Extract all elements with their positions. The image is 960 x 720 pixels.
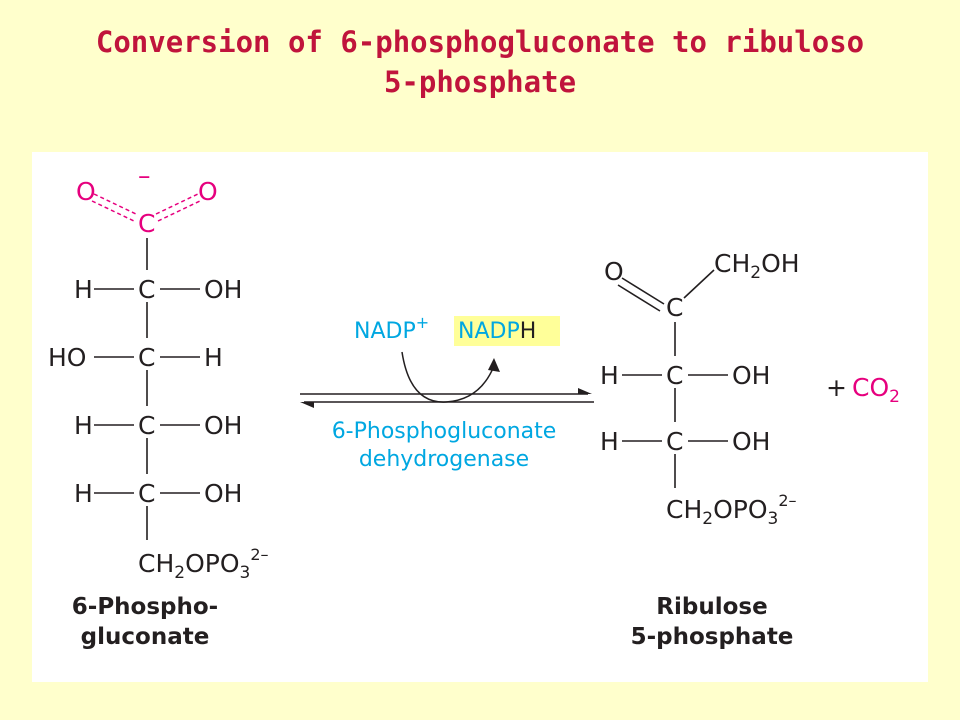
carboxylate-bond-right-b (157, 200, 201, 222)
carboxylate-bond-left-b (91, 200, 135, 222)
ribulose-c3-left-h: H (600, 361, 619, 390)
keto-double-bond-a (621, 277, 665, 305)
carboxylate-carbon: C (138, 209, 155, 238)
ribulose-phosphate-structure: O C CH2OH H C OH H C OH CH2OPO32– Ribulo… (600, 249, 800, 650)
keto-double-bond-b (617, 284, 661, 312)
keto-to-ch2oh-bond (683, 269, 715, 299)
slide-title-line-1: Conversion of 6-phosphogluconate to ribu… (95, 25, 865, 59)
enzyme-name-line-2: dehydrogenase (359, 447, 529, 472)
nadph-highlight (454, 316, 560, 346)
plus-sign: + (826, 373, 847, 402)
nadp-plus-label: NADP+ (354, 313, 429, 344)
keto-carbon: C (666, 293, 683, 322)
ribulose-c4-carbon: C (666, 427, 683, 456)
slide-title-line-2: 5-phosphate (383, 65, 577, 99)
c5-carbon: C (138, 479, 155, 508)
reaction-arrow-group: NADP+ NADPH 6-Phosphogluconate dehydroge… (300, 313, 594, 472)
carboxylate-bond-right-a (155, 193, 199, 215)
forward-arrowhead (578, 388, 592, 394)
nadph-label: NADPH (458, 319, 536, 344)
ribulose-c3-carbon: C (666, 361, 683, 390)
ribulose-c3-right-oh: OH (732, 361, 770, 390)
ribulose-c4-left-h: H (600, 427, 619, 456)
carboxylate-oxygen-right: O (198, 177, 218, 206)
c5-right-oh: OH (204, 479, 242, 508)
enzyme-name-line-1: 6-Phosphogluconate (332, 419, 557, 444)
co2-byproduct: + CO2 (826, 373, 900, 407)
reverse-arrowhead (300, 402, 314, 408)
reaction-diagram: – O O C H C OH HO C H H C OH H (48, 161, 900, 650)
carboxylate-charge: – (138, 161, 151, 190)
ch2oh-group: CH2OH (714, 249, 800, 283)
phosphogluconate-name-line-1: 6-Phospho- (72, 594, 218, 620)
c4-left-h: H (74, 411, 93, 440)
co2-formula: CO2 (852, 373, 900, 407)
ribulose-c4-right-oh: OH (732, 427, 770, 456)
ribulose-name-line-1: Ribulose (656, 594, 767, 620)
c4-carbon: C (138, 411, 155, 440)
ribulose-phosphate-group: CH2OPO32– (666, 491, 797, 529)
c3-left-ho: HO (48, 343, 86, 372)
c3-carbon: C (138, 343, 155, 372)
c4-right-oh: OH (204, 411, 242, 440)
c3-right-h: H (204, 343, 223, 372)
c6-phosphate-group: CH2OPO32– (138, 545, 269, 583)
slide-title: Conversion of 6-phosphogluconate to ribu… (40, 22, 920, 102)
c2-left-h: H (74, 275, 93, 304)
c5-left-h: H (74, 479, 93, 508)
cofactor-arrowhead (488, 358, 500, 372)
ribulose-name-line-2: 5-phosphate (631, 624, 794, 650)
reaction-figure-panel: – O O C H C OH HO C H H C OH H (32, 152, 928, 682)
phosphogluconate-structure: – O O C H C OH HO C H H C OH H (48, 161, 269, 650)
phosphogluconate-name-line-2: gluconate (81, 624, 210, 650)
keto-oxygen: O (604, 257, 624, 286)
carboxylate-bond-left-a (93, 193, 137, 215)
c2-right-oh: OH (204, 275, 242, 304)
c2-carbon: C (138, 275, 155, 304)
carboxylate-oxygen-left: O (76, 177, 96, 206)
